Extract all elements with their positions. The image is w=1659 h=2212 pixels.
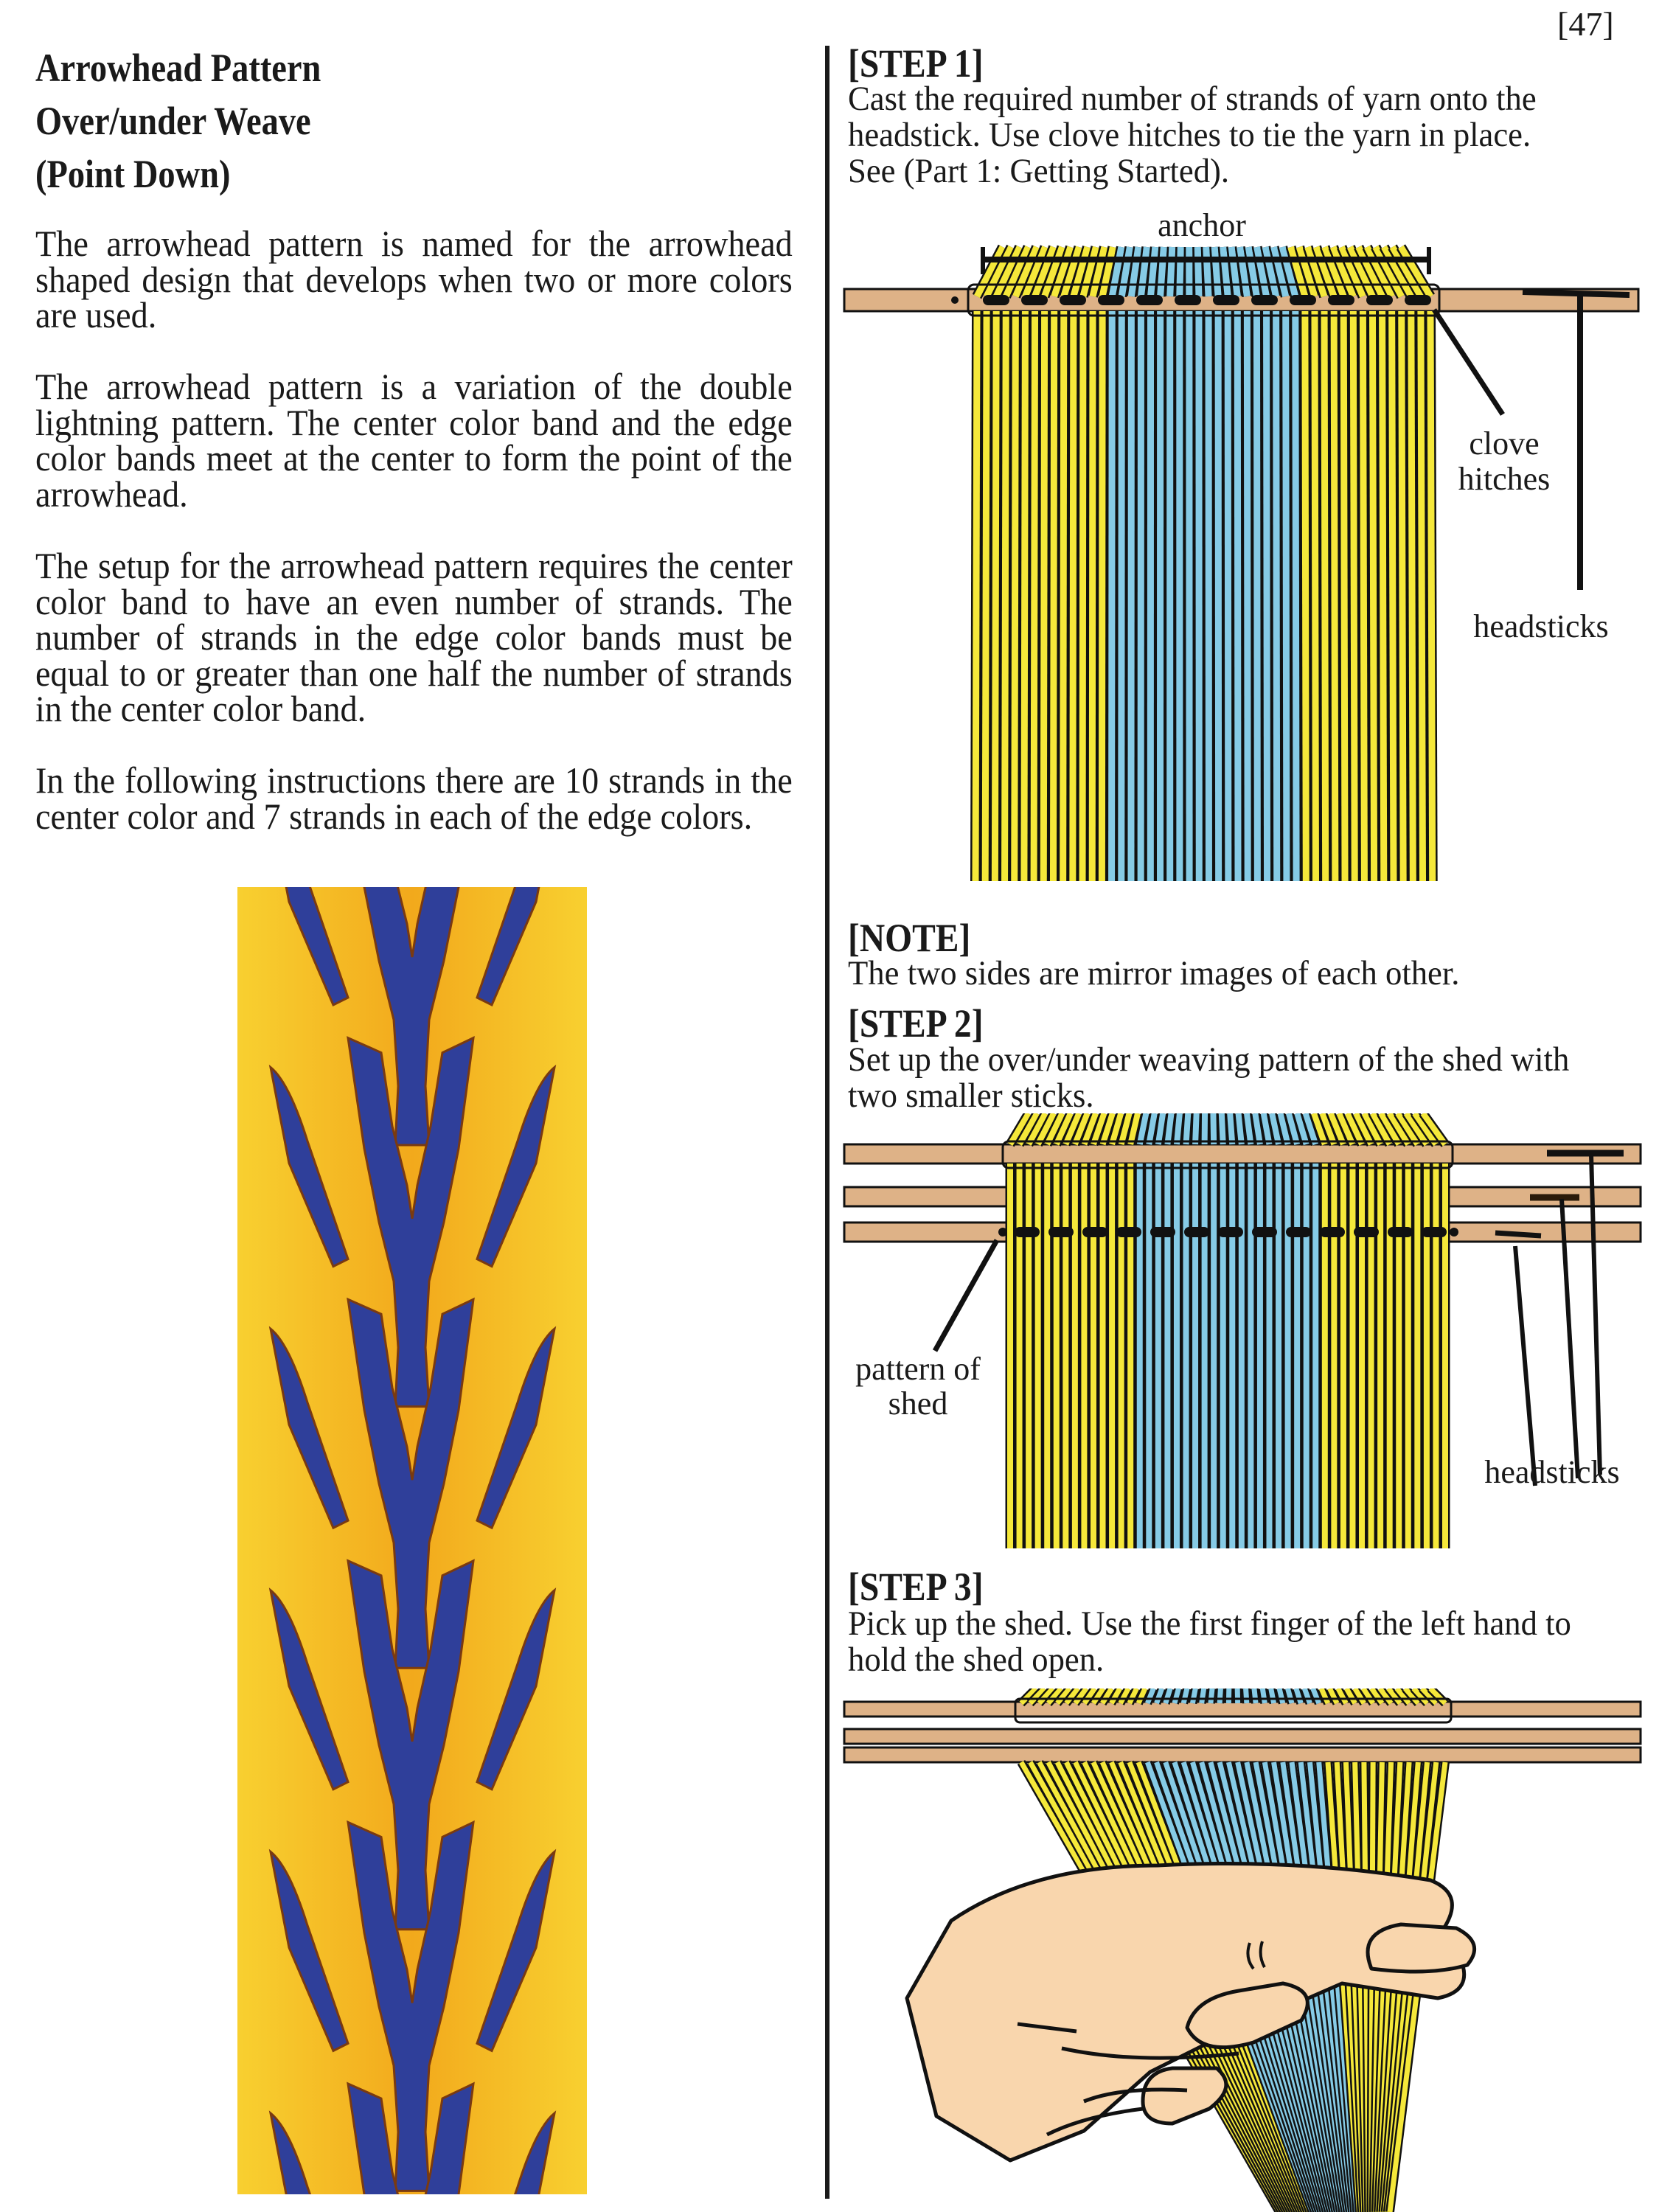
page-title: Arrowhead Pattern Over/under Weave (Poin… (35, 41, 321, 201)
step2-line-2: two smaller sticks. (848, 1077, 1094, 1115)
woven-sample-photo (237, 887, 587, 2194)
headsticks-label: headsticks (1473, 608, 1609, 644)
step1-line-2: headstick. Use clove hitches to tie the … (848, 116, 1531, 154)
column-divider (825, 46, 830, 2199)
step1-heading: [STEP 1] (848, 41, 984, 86)
step1-diagram (843, 244, 1640, 882)
note-text: The two sides are mirror images of each … (848, 954, 1460, 992)
step1-line-1: Cast the required number of strands of y… (848, 80, 1537, 118)
title-line-1: Arrowhead Pattern (35, 46, 321, 90)
step3-line-1: Pick up the shed. Use the first finger o… (848, 1604, 1571, 1643)
setup-paragraph: The setup for the arrowhead pattern requ… (35, 545, 793, 729)
step2-headsticks-label: headsticks (1484, 1454, 1620, 1490)
step3-diagram (843, 1688, 1642, 2212)
step2-diagram (843, 1113, 1642, 1548)
pattern-of-shed-label-2: shed (888, 1385, 948, 1422)
title-line-3: (Point Down) (35, 152, 231, 196)
variation-paragraph: The arrowhead pattern is a variation of … (35, 366, 793, 515)
page-number: [47] (1557, 5, 1614, 43)
step2-line-1: Set up the over/under weaving pattern of… (848, 1040, 1570, 1079)
note-heading: [NOTE] (848, 916, 971, 960)
step2-heading: [STEP 2] (848, 1001, 984, 1046)
title-line-2: Over/under Weave (35, 99, 311, 143)
step3-heading: [STEP 3] (848, 1565, 984, 1609)
instructions-paragraph: In the following instructions there are … (35, 759, 793, 837)
intro-paragraph: The arrowhead pattern is named for the a… (35, 223, 793, 335)
step1-line-3: See (Part 1: Getting Started). (848, 152, 1230, 190)
step3-line-2: hold the shed open. (848, 1641, 1105, 1679)
clove-hitches-label-1: clove (1469, 425, 1540, 462)
clove-hitches-label-2: hitches (1458, 461, 1551, 497)
anchor-label: anchor (1158, 207, 1246, 243)
pattern-of-shed-label-1: pattern of (855, 1351, 981, 1387)
